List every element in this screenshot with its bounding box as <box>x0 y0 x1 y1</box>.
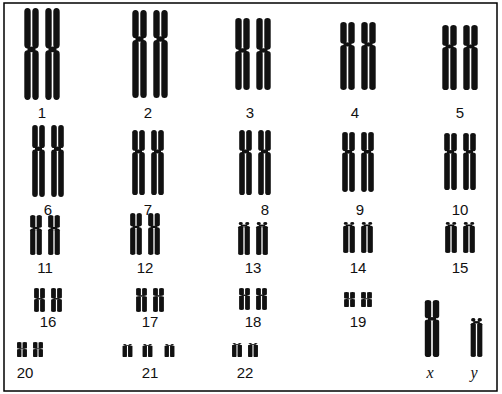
chromosome-number: 8 <box>261 201 269 219</box>
chromosome-number: 2 <box>144 104 152 122</box>
chromosome-number: 5 <box>456 104 464 122</box>
chromosome-number: 7 <box>144 201 152 219</box>
chromosome-number: 17 <box>142 313 159 331</box>
chromosome-number: 9 <box>356 201 364 219</box>
chromosome-number: 21 <box>142 364 159 382</box>
chromosome-number: 18 <box>245 313 262 331</box>
chromosome-number: 15 <box>452 259 469 277</box>
chromosome-number: 19 <box>350 313 367 331</box>
chromosome-number: x <box>426 364 433 382</box>
chromosome-number: 16 <box>40 313 57 331</box>
chromosome-number: 20 <box>17 364 34 382</box>
chromosome-number: 14 <box>350 259 367 277</box>
chromosome-number: 13 <box>245 259 262 277</box>
chromosome-number: 22 <box>237 364 254 382</box>
chromosome-number: 11 <box>37 259 53 277</box>
chromosome-number: 10 <box>452 201 469 219</box>
chromosome-number: 6 <box>44 201 52 219</box>
chromosome-number: 1 <box>38 104 46 122</box>
chromosome-number: 3 <box>246 104 254 122</box>
chromosome-number: y <box>470 364 477 382</box>
chromosome-number: 12 <box>137 259 154 277</box>
chromosome-number: 4 <box>351 104 359 122</box>
